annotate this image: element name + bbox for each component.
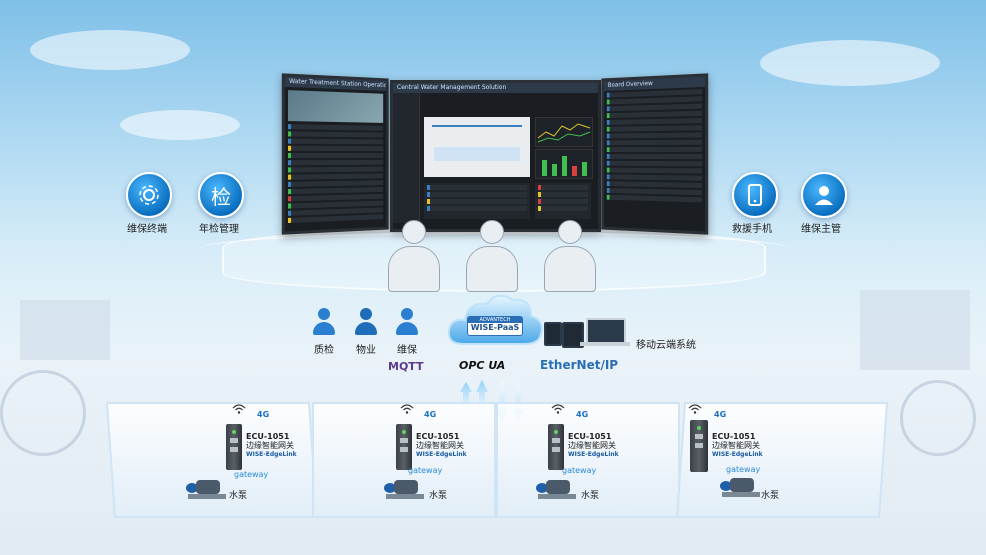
bar-chart <box>535 149 593 179</box>
gateway-info: ECU-1051 边缘智能网关 WISE-EdgeLink <box>416 432 467 459</box>
water-tank <box>0 370 86 456</box>
building <box>20 300 110 360</box>
role-label: 质检 <box>314 345 334 356</box>
wise-paas-cloud: ADVANTECH WISE-PaaS <box>445 288 545 350</box>
ethernet-ip-logo: EtherNet/IP <box>540 358 619 372</box>
property-icon <box>355 308 377 336</box>
water-pump-label: 水泵 <box>429 491 448 501</box>
role-label: 物业 <box>356 345 376 356</box>
maintenance-terminal-label: 维保终端 <box>127 224 167 235</box>
inspection-glyph: 检 <box>211 184 231 209</box>
wifi-icon <box>688 404 702 414</box>
gateway-link-label: gateway <box>726 465 761 474</box>
gateway-sub: WISE-EdgeLink <box>246 451 297 458</box>
gateway-link-label: gateway <box>234 470 269 479</box>
gateway-info: ECU-1051 边缘智能网关 WISE-EdgeLink <box>246 432 297 459</box>
ecu-1051-device <box>396 424 412 470</box>
wifi-icon <box>400 404 414 414</box>
maintenance-worker-icon <box>396 308 418 336</box>
gateway-model: ECU-1051 <box>246 432 290 441</box>
inspection-badge-icon: 检 <box>198 172 244 218</box>
annual-inspection-label: 年检管理 <box>199 224 239 235</box>
laptop-icon <box>586 318 626 344</box>
water-pump <box>720 476 760 498</box>
center-monitor: Central Water Management Solution <box>390 80 601 232</box>
gateway-desc: 边缘智能网关 <box>712 441 760 450</box>
cloud-brand: ADVANTECH <box>468 317 522 323</box>
center-monitor-title: Central Water Management Solution <box>393 83 598 93</box>
operator-figure <box>466 220 518 292</box>
mqtt-logo: MQTT <box>388 360 424 373</box>
gateway-info: ECU-1051 边缘智能网关 WISE-EdgeLink <box>712 432 763 459</box>
rescue-phone-label: 救援手机 <box>732 224 772 235</box>
water-tank <box>900 380 976 456</box>
gateway-sub: WISE-EdgeLink <box>712 451 763 458</box>
mobile-cloud-label: 移动云端系统 <box>636 340 696 351</box>
gateway-desc: 边缘智能网关 <box>568 441 616 450</box>
network-4g-label: 4G <box>714 410 727 419</box>
water-pump-label: 水泵 <box>761 491 780 501</box>
alarm-list <box>535 183 591 219</box>
background-cloud <box>760 40 940 86</box>
ecu-1051-device <box>226 424 242 470</box>
mobile-phone-icon <box>732 172 778 218</box>
left-monitor: Water Treatment Station Operation <box>281 73 389 235</box>
gateway-model: ECU-1051 <box>568 432 612 441</box>
wifi-icon <box>232 404 246 414</box>
gateway-link-label: gateway <box>408 466 443 475</box>
left-monitor-title: Water Treatment Station Operation <box>284 76 386 91</box>
background-cloud <box>120 110 240 140</box>
process-diagram <box>424 117 530 177</box>
gateway-model: ECU-1051 <box>712 432 756 441</box>
wifi-icon <box>551 404 565 414</box>
network-4g-label: 4G <box>257 410 270 419</box>
gateway-sub: WISE-EdgeLink <box>416 451 467 458</box>
building <box>860 290 970 370</box>
water-pump <box>536 478 576 500</box>
ecu-1051-device <box>548 424 564 470</box>
operator-figure <box>544 220 596 292</box>
gateway-link-label: gateway <box>562 466 597 475</box>
water-pump-label: 水泵 <box>229 491 248 501</box>
opcua-logo: OPC UA <box>459 359 506 372</box>
event-table <box>424 183 530 219</box>
gateway-model: ECU-1051 <box>416 432 460 441</box>
ecu-1051-device <box>690 420 708 472</box>
tablet-icon <box>562 322 584 348</box>
water-pump-label: 水泵 <box>581 491 600 501</box>
network-4g-label: 4G <box>424 410 437 419</box>
maintenance-supervisor-label: 维保主管 <box>801 224 841 235</box>
operator-figure <box>388 220 440 292</box>
cloud-product: WISE-PaaS <box>470 323 520 332</box>
site-platform-3 <box>496 402 680 518</box>
laptop-base <box>580 342 630 346</box>
gateway-sub: WISE-EdgeLink <box>568 451 619 458</box>
water-pump <box>384 478 424 500</box>
inspector-icon <box>313 308 335 336</box>
background-cloud <box>30 30 190 70</box>
gateway-info: ECU-1051 边缘智能网关 WISE-EdgeLink <box>568 432 619 459</box>
facility-photo <box>288 90 384 123</box>
supervisor-icon <box>801 172 847 218</box>
gateway-desc: 边缘智能网关 <box>416 441 464 450</box>
gateway-desc: 边缘智能网关 <box>246 441 294 450</box>
network-4g-label: 4G <box>576 410 589 419</box>
site-platform-1 <box>105 402 319 518</box>
trend-chart <box>535 117 593 147</box>
smartphone-icon <box>544 322 562 346</box>
right-monitor: Board Overview <box>601 73 709 235</box>
role-label: 维保 <box>397 345 417 356</box>
gear-cycle-icon <box>126 172 172 218</box>
water-pump <box>186 478 226 500</box>
